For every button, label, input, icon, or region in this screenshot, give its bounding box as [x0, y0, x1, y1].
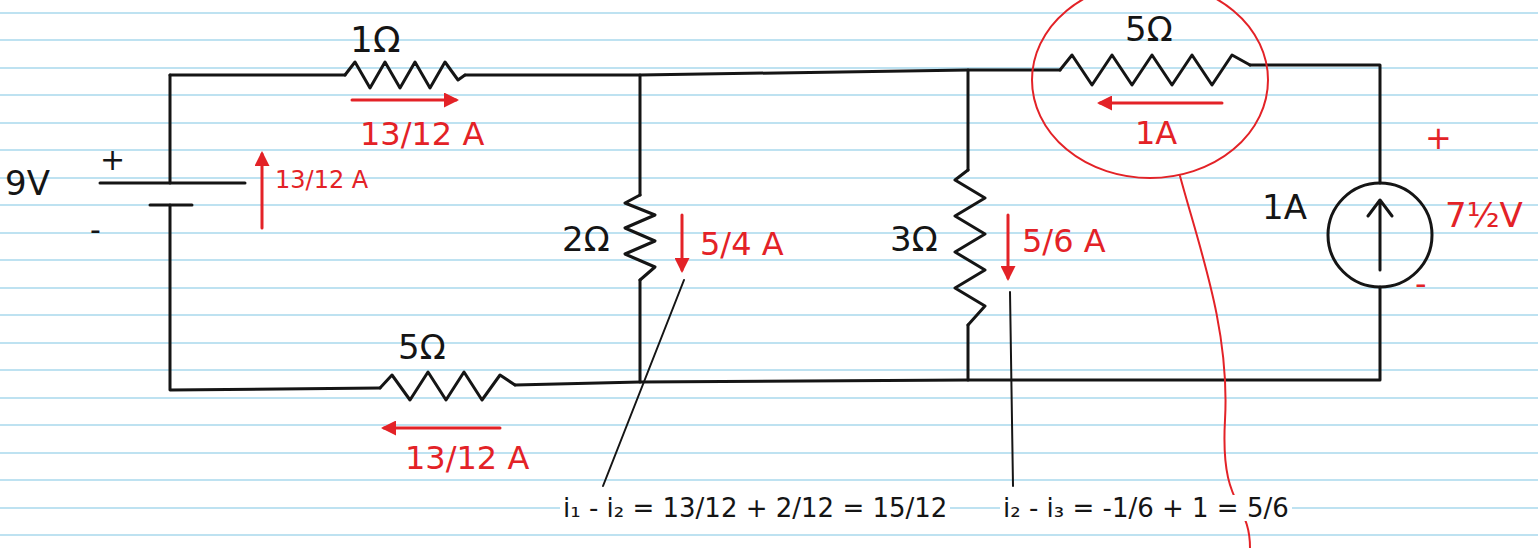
resistor-symbol [380, 372, 515, 400]
leader-line [1010, 292, 1013, 486]
current-value: 5/6 A [1022, 225, 1106, 257]
resistor-symbol [1060, 55, 1250, 85]
resistor-value: 3Ω [890, 222, 938, 256]
resistor-symbol [625, 195, 655, 280]
current-arrow [1007, 215, 1010, 278]
current-value: 1A [1135, 117, 1177, 149]
source-voltage: 7½V [1445, 198, 1523, 232]
current-arrow [384, 427, 500, 430]
resistor-value: 5Ω [1125, 12, 1173, 46]
battery-plate [100, 182, 245, 185]
polarity-sign: + [100, 145, 125, 175]
source-current: 1A [1262, 190, 1307, 224]
resistor-value: 1Ω [350, 22, 400, 58]
source-voltage: 9V [5, 166, 50, 200]
current-value: 5/4 A [700, 228, 784, 260]
polarity-sign: - [90, 215, 101, 245]
current-arrow [1100, 102, 1222, 105]
current-value: 13/12 A [360, 118, 484, 150]
wire [170, 205, 380, 390]
resistor-value: 2Ω [562, 222, 610, 256]
equation: i₁ - i₂ = 13/12 + 2/12 = 15/12 [560, 495, 950, 521]
equation: i₂ - i₃ = -1/6 + 1 = 5/6 [1000, 495, 1292, 521]
current-value: 13/12 A [275, 168, 368, 192]
current-value: 13/12 A [405, 442, 529, 474]
highlight-tail [1180, 176, 1250, 548]
leader-line [603, 280, 684, 486]
notebook-lines [0, 13, 1538, 535]
wire [465, 70, 1060, 75]
resistor-symbol [345, 62, 465, 88]
wire [170, 74, 345, 77]
highlight-circle [1032, 0, 1268, 178]
wire [515, 287, 1380, 385]
current-arrow [681, 215, 684, 270]
battery-plate [150, 204, 192, 207]
current-arrow [352, 99, 456, 102]
polarity-sign: - [1415, 268, 1427, 300]
resistor-value: 5Ω [398, 330, 446, 364]
wire [1250, 65, 1380, 183]
current-arrow [261, 154, 264, 228]
source-arrow [1368, 200, 1392, 270]
resistor-symbol [955, 170, 985, 325]
wire [169, 75, 172, 183]
wire [639, 75, 642, 382]
polarity-sign: + [1425, 122, 1452, 154]
